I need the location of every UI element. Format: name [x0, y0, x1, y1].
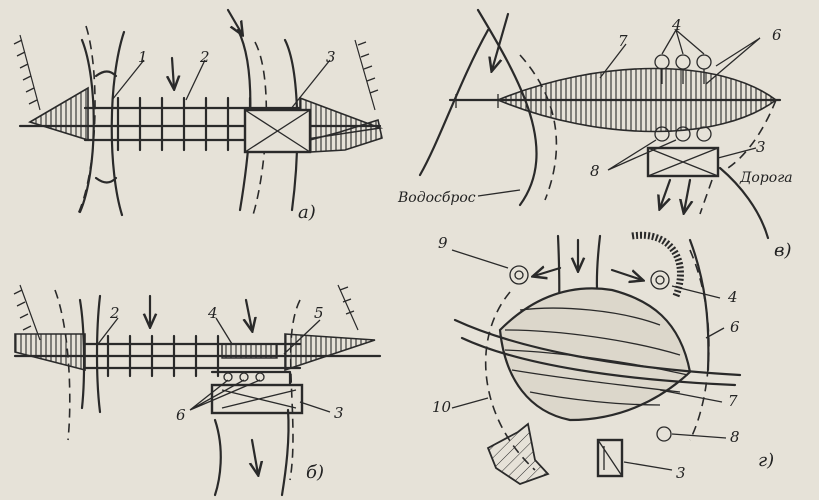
label-9-g: 9 — [438, 234, 448, 252]
embankment-right-b — [284, 333, 376, 372]
bank-hatch-right-a — [354, 39, 379, 111]
label-2-a: 2 — [199, 48, 210, 66]
bank-hatch-left-a — [13, 39, 38, 105]
panel-a: 1 2 3 а) — [13, 8, 384, 223]
bank-blob-g — [486, 422, 550, 485]
pipe-4-v-3 — [696, 54, 712, 70]
pipe-8-v-2 — [675, 126, 691, 142]
pipe-8-g — [656, 426, 672, 442]
bank-hatch-left-b — [13, 284, 41, 341]
label-6-v: 6 — [772, 26, 782, 44]
caption-b: б) — [306, 462, 324, 483]
label-4-b: 4 — [207, 304, 218, 322]
caption-v: в) — [774, 240, 792, 261]
channel-6-g — [689, 249, 710, 441]
pipe-6-b-3 — [255, 372, 265, 382]
road-v — [718, 166, 770, 240]
dam-ties-b — [106, 334, 220, 378]
caption-a: а) — [298, 202, 316, 223]
pipe-a — [309, 118, 383, 153]
element-4-b — [221, 343, 278, 359]
panel-b: 2 4 5 6 3 б) — [13, 284, 382, 497]
bank-hatch-right-b — [337, 284, 359, 331]
panel-g: 9 4 6 10 7 8 3 г) — [432, 231, 774, 485]
label-10-g: 10 — [432, 398, 452, 416]
label-3-b: 3 — [334, 404, 344, 422]
label-7-v: 7 — [618, 32, 628, 50]
label-spillway: Водосброс — [397, 190, 476, 206]
dam-stripes-g — [504, 307, 689, 406]
label-road: Дорога — [739, 170, 793, 186]
label-3-v: 3 — [756, 138, 766, 156]
embankment-left-a — [28, 86, 89, 142]
pipe-4-g — [650, 270, 670, 290]
pipe-6-b-2 — [239, 372, 249, 382]
dam-ties-a — [116, 96, 252, 152]
pipe-9-g — [509, 265, 529, 285]
pipe-8-v-3 — [696, 126, 712, 142]
label-1-a: 1 — [138, 48, 148, 66]
pipe-4-v-1 — [654, 54, 670, 70]
label-3-a: 3 — [326, 48, 336, 66]
label-6-g: 6 — [730, 318, 740, 336]
dam-wedge-7-g — [498, 287, 692, 422]
label-3-g: 3 — [676, 464, 686, 482]
label-8-g: 8 — [730, 428, 740, 446]
panel-v: 7 4 6 3 8 Водосброс Дорога в) — [397, 8, 793, 261]
pipe-8-v-1 — [654, 126, 670, 142]
label-2-b: 2 — [109, 304, 120, 322]
label-5-b: 5 — [314, 304, 324, 322]
embankment-left-b — [14, 333, 86, 372]
label-7-g: 7 — [728, 392, 738, 410]
pipe-4-v-2 — [675, 54, 691, 70]
pipe-6-b-1 — [223, 372, 233, 382]
label-6-b: 6 — [176, 406, 186, 424]
label-8-v: 8 — [590, 162, 600, 180]
caption-g: г) — [758, 450, 774, 471]
label-4-g: 4 — [727, 288, 738, 306]
label-4-v: 4 — [671, 16, 682, 34]
